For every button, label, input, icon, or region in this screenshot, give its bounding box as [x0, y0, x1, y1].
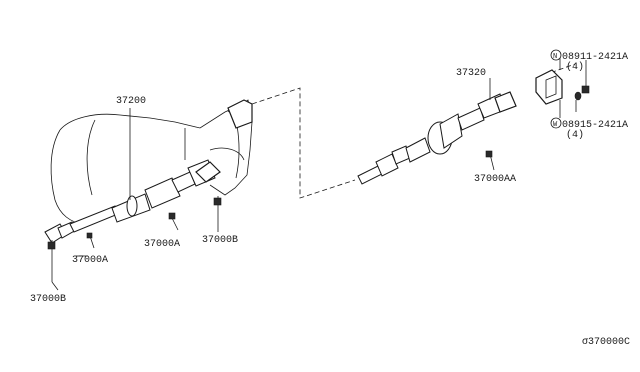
label-08915: 08915-2421A [562, 120, 628, 131]
label-w-prefix: W [553, 121, 558, 129]
label-37000a-mid: 37000A [144, 239, 180, 250]
leader-lines [51, 58, 587, 291]
label-37200: 37200 [116, 96, 146, 107]
w-circle-icon [550, 117, 562, 129]
nut-08911 [581, 85, 590, 94]
label-n-08911: N 08911-2421A (4) [550, 49, 628, 73]
label-08911-qty: (4) [566, 61, 584, 73]
washer-08915 [574, 91, 582, 101]
label-37320: 37320 [456, 68, 486, 79]
label-08915-qty: (4) [566, 129, 584, 141]
label-37000b-left: 37000B [30, 294, 66, 305]
bolt-37000a-left [86, 232, 95, 249]
nut-37000b-left [47, 240, 56, 282]
label-n-prefix: N [553, 53, 557, 61]
label-w-08915: W 08915-2421A (4) [550, 117, 628, 141]
transmission-output-flange [227, 99, 253, 129]
n-circle-icon [550, 49, 562, 61]
label-08911: 08911-2421A [562, 52, 628, 63]
rear-propeller-shaft [357, 91, 517, 185]
label-37000a-left: 37000A [72, 255, 108, 266]
connection-leader-dashed [251, 63, 576, 199]
diagram-code: σ370000C [582, 337, 630, 348]
front-propeller-shaft [44, 159, 221, 244]
label-37000b-mid: 37000B [202, 235, 238, 246]
label-37000aa: 37000AA [474, 174, 516, 185]
bolt-37000a-mid [168, 212, 179, 231]
nut-37000b-mid [213, 196, 222, 232]
companion-flange [535, 69, 563, 105]
bolt-37000aa [485, 150, 495, 171]
